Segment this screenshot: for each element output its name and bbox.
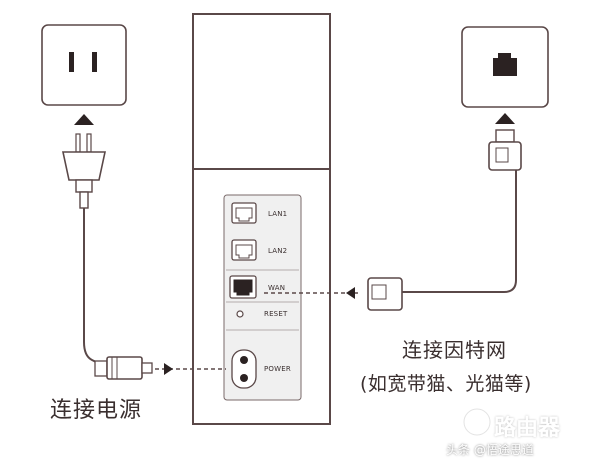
- arrow-left-icon: [346, 287, 355, 299]
- connect-power-label: 连接电源: [50, 398, 143, 423]
- connect-internet-hint: (如宽带猫、光猫等): [360, 373, 532, 395]
- power-port-label: POWER: [264, 365, 291, 373]
- reset-label: RESET: [264, 310, 288, 318]
- lan2-label: LAN2: [268, 247, 288, 255]
- watermark-site-text: 路由器: [494, 416, 561, 441]
- network-socket-icon: [461, 26, 549, 108]
- power-cable: [83, 208, 101, 365]
- arrow-right-icon: [164, 363, 173, 375]
- power-socket-icon: [41, 24, 127, 106]
- lan2-port-icon: [231, 239, 257, 261]
- power-plug-icon: [62, 133, 106, 209]
- lan1-label: LAN1: [268, 210, 288, 218]
- wan-port-icon: [229, 275, 257, 299]
- arrow-up-icon: [495, 113, 515, 124]
- ethernet-plug-icon: [367, 277, 403, 311]
- power-jack-icon: [231, 349, 257, 389]
- watermark-author-text: 头条 @悟途思道: [446, 443, 534, 457]
- network-cable: [402, 170, 517, 293]
- watermark-logo-icon: [462, 407, 492, 437]
- wan-label: WAN: [268, 284, 286, 292]
- reset-button-icon: [236, 310, 244, 318]
- router-top-section: [192, 13, 331, 170]
- connect-internet-label: 连接因特网: [402, 338, 507, 362]
- dc-connector-icon: [94, 356, 153, 380]
- lan1-port-icon: [231, 202, 257, 224]
- router: [192, 13, 331, 425]
- ethernet-plug-icon: [488, 129, 522, 171]
- arrow-up-icon: [74, 114, 94, 125]
